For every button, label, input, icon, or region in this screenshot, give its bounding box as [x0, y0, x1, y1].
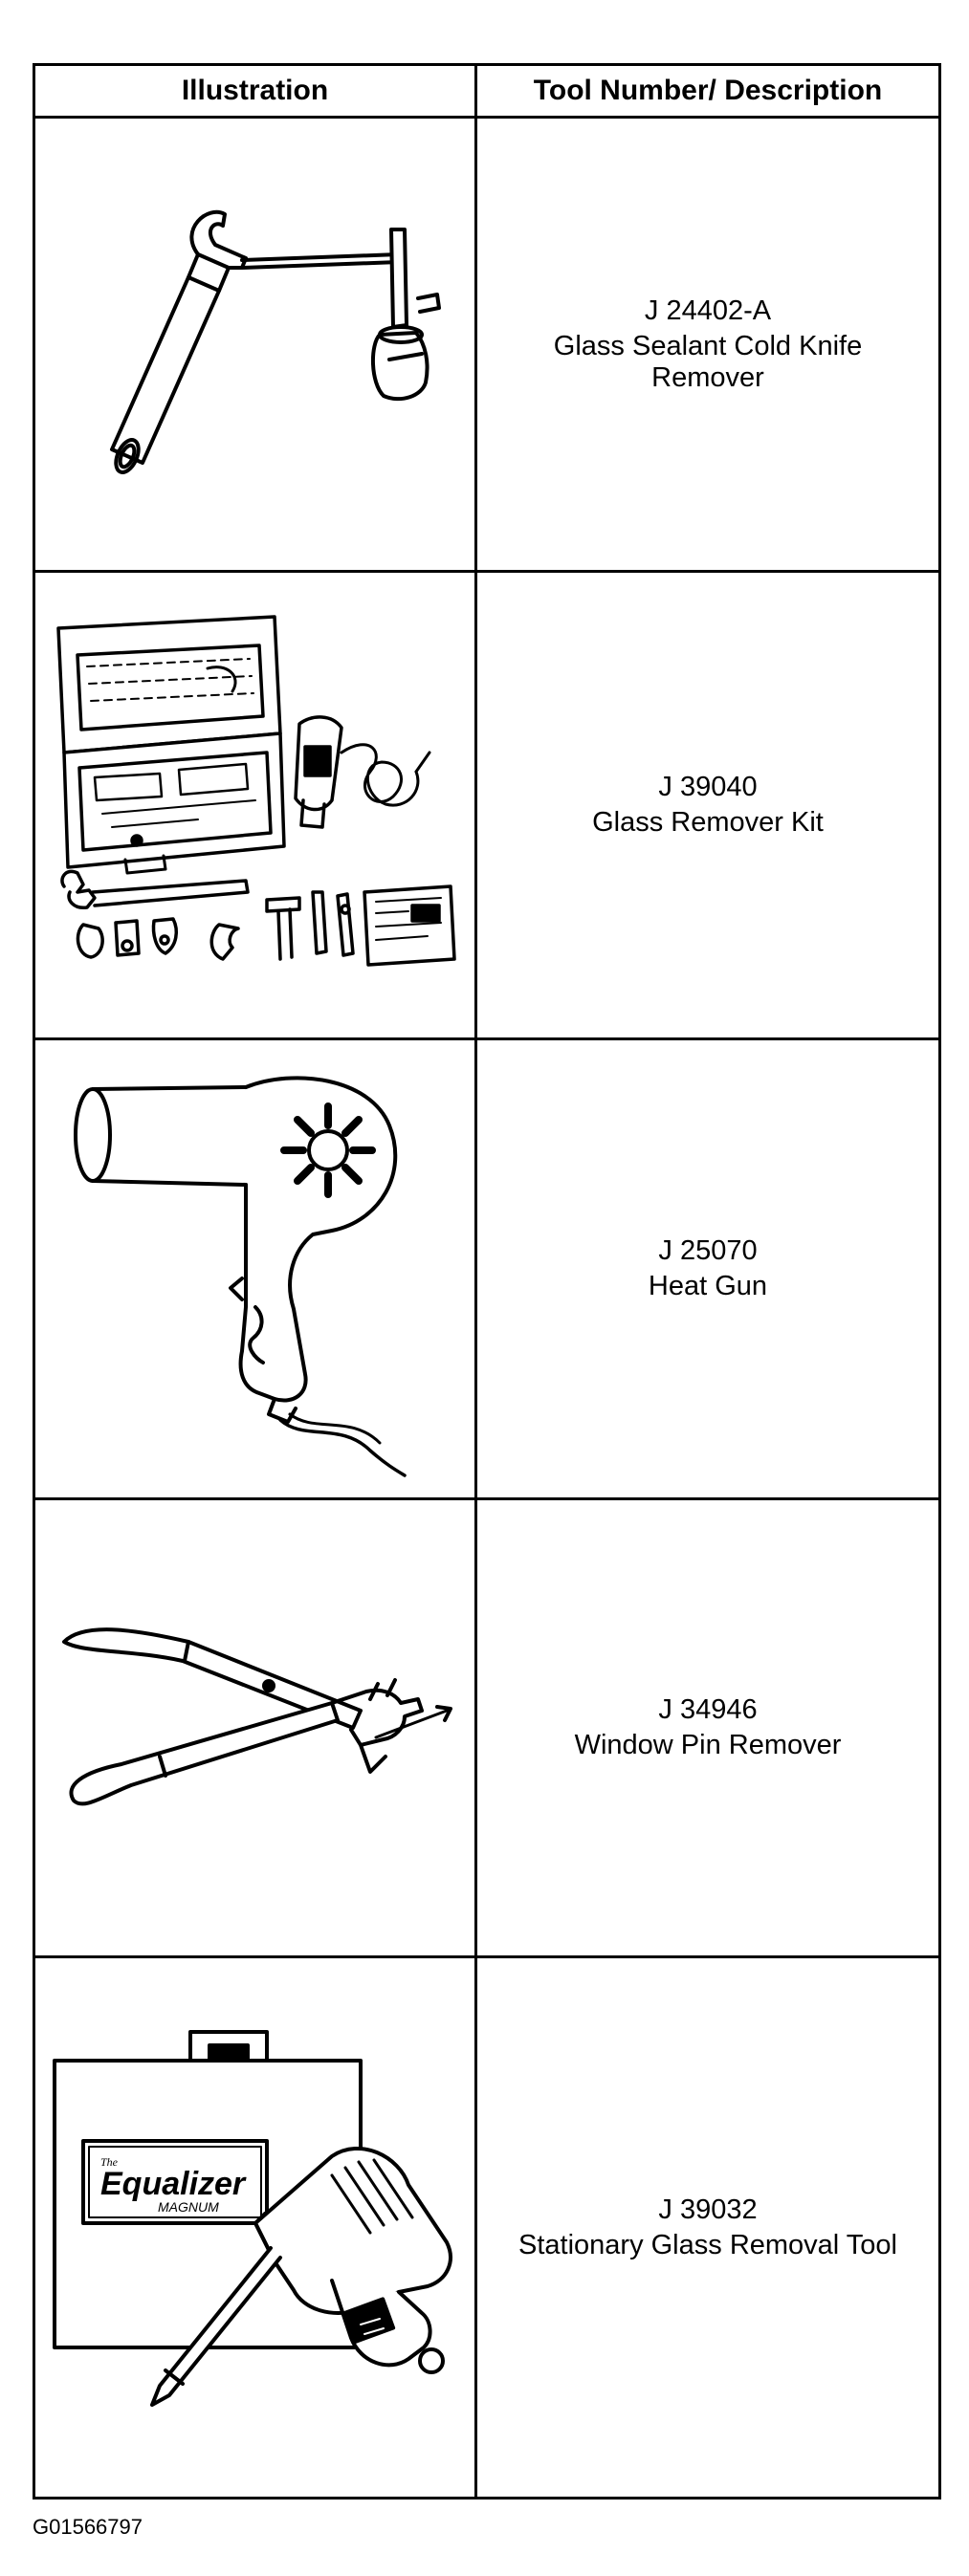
header-illustration: Illustration	[33, 63, 477, 119]
cold-knife-icon	[109, 210, 441, 474]
model-label: MAGNUM	[158, 2199, 219, 2215]
tool-number: J 24402-A	[644, 295, 772, 326]
illustration-cell	[33, 570, 477, 1040]
glass-remover-kit-icon	[55, 615, 456, 967]
heat-gun-icon	[73, 1076, 407, 1477]
table-row: The Equalizer MAGNUM	[33, 1955, 941, 2500]
description-cell: J 39040 Glass Remover Kit	[474, 570, 941, 1040]
brand-label: Equalizer	[100, 2166, 247, 2202]
table-header-row: Illustration Tool Number/ Description	[33, 63, 941, 119]
tool-description: Heat Gun	[648, 1271, 768, 1301]
tool-number: J 39032	[658, 2194, 758, 2225]
description-cell: J 34946 Window Pin Remover	[474, 1497, 941, 1958]
tool-description: Stationary Glass Removal Tool	[518, 2229, 897, 2260]
tool-description: Glass Sealant Cold Knife Remover	[553, 330, 863, 393]
tool-number: J 34946	[658, 1694, 758, 1725]
illustration-cell	[33, 116, 477, 573]
illustration-cell: The Equalizer MAGNUM	[33, 1955, 477, 2500]
tool-table: Illustration Tool Number/ Description	[33, 63, 941, 2500]
tool-number: J 25070	[658, 1235, 758, 1266]
table-row: J 24402-A Glass Sealant Cold Knife Remov…	[33, 116, 941, 573]
table-row: J 39040 Glass Remover Kit	[33, 570, 941, 1040]
figure-code: G01566797	[33, 2515, 143, 2539]
illustration-cell	[33, 1037, 477, 1500]
header-description: Tool Number/ Description	[474, 63, 941, 119]
tool-description: Window Pin Remover	[574, 1730, 842, 1760]
stationary-glass-removal-tool-icon: The Equalizer MAGNUM	[52, 2029, 452, 2407]
brand-small-label: The	[100, 2155, 119, 2169]
window-pin-remover-icon	[61, 1627, 452, 1806]
table-row: J 25070 Heat Gun	[33, 1037, 941, 1500]
description-cell: J 39032 Stationary Glass Removal Tool	[474, 1955, 941, 2500]
table-row: J 34946 Window Pin Remover	[33, 1497, 941, 1958]
tool-description: Glass Remover Kit	[592, 807, 824, 838]
tool-number: J 39040	[658, 772, 758, 802]
illustration-cell	[33, 1497, 477, 1958]
description-cell: J 25070 Heat Gun	[474, 1037, 941, 1500]
description-cell: J 24402-A Glass Sealant Cold Knife Remov…	[474, 116, 941, 573]
